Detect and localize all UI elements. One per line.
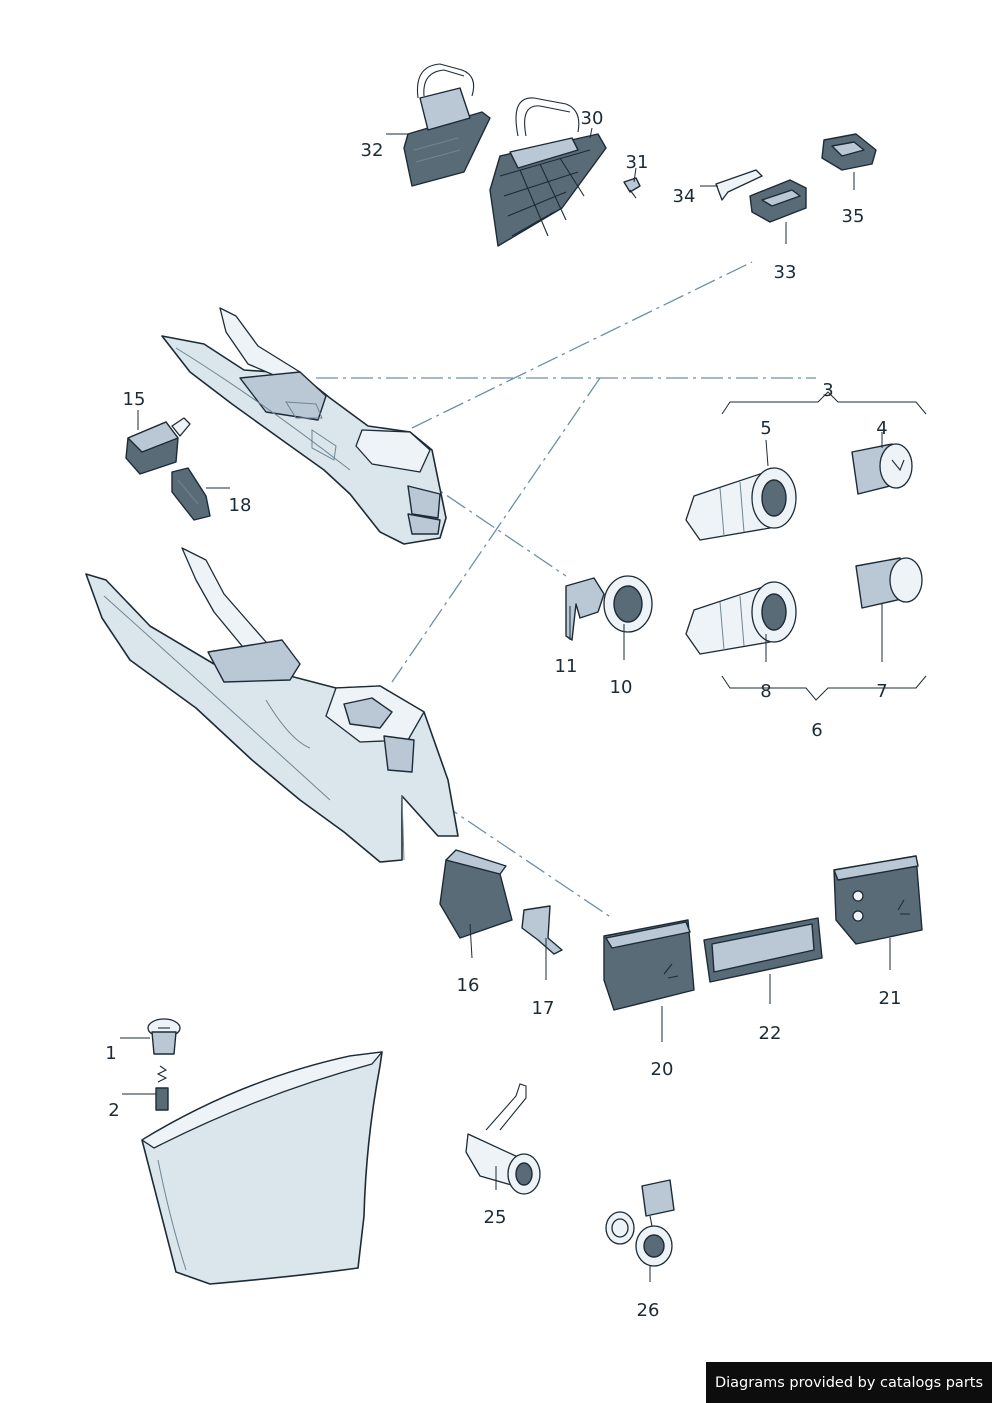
callout-35: 35: [842, 206, 865, 227]
assembly-line: [391, 377, 601, 683]
part-22-switch-bar: [703, 917, 823, 983]
callout-22: 22: [759, 1023, 782, 1044]
part-16-cover: [439, 849, 513, 939]
part-11-bracket: [565, 577, 605, 641]
part-26-socket: [605, 1179, 675, 1267]
callout-15: 15: [123, 389, 146, 410]
group-brackets: [721, 391, 927, 701]
callout-numbers: 32 30 31 34 33 35 3 15 5 4 18 11 10 8 7 …: [105, 108, 901, 1321]
part-34-clip: [715, 169, 763, 201]
callout-31: 31: [626, 152, 649, 173]
callout-25: 25: [484, 1207, 507, 1228]
part-21-switch: [833, 855, 923, 945]
callout-7: 7: [876, 681, 887, 702]
leader-lines: [120, 127, 891, 1282]
part-31-screw: [623, 177, 641, 199]
storage-tray: [141, 1051, 383, 1285]
part-25-socket: [465, 1083, 541, 1195]
assembly-line: [417, 475, 567, 577]
callout-17: 17: [532, 998, 555, 1019]
callout-32: 32: [361, 140, 384, 161]
callout-10: 10: [610, 677, 633, 698]
callout-20: 20: [651, 1059, 674, 1080]
group-bracket-3: [721, 391, 927, 415]
part-33-switch: [749, 179, 807, 223]
callout-2: 2: [108, 1100, 119, 1121]
group-bracket-6: [721, 675, 927, 701]
part-2-spring: [155, 1065, 169, 1111]
console-upper: [161, 307, 447, 545]
callout-26: 26: [637, 1300, 660, 1321]
part-35-switch: [821, 133, 877, 171]
leader-line: [469, 923, 473, 959]
callout-3: 3: [822, 380, 833, 401]
part-18-clip: [171, 467, 211, 521]
callout-30: 30: [581, 108, 604, 129]
credit-banner: Diagrams provided by catalogs parts: [706, 1362, 992, 1403]
part-5-socket: [685, 467, 797, 541]
callout-8: 8: [760, 681, 771, 702]
leader-line: [765, 439, 769, 467]
part-30-selector-frame: [489, 97, 607, 247]
part-4-plug: [851, 443, 913, 495]
callout-6: 6: [811, 720, 822, 741]
leader-line: [589, 127, 593, 139]
part-20-switch: [603, 919, 695, 1011]
part-15-socket: [125, 417, 191, 475]
console-lower: [85, 547, 459, 863]
callout-34: 34: [673, 186, 696, 207]
part-7-plug: [855, 557, 923, 609]
callout-1: 1: [105, 1043, 116, 1064]
part-8-socket: [685, 581, 797, 655]
part-17-clip: [521, 905, 563, 955]
part-10-ring: [603, 575, 653, 633]
callout-18: 18: [229, 495, 252, 516]
leader-line: [633, 167, 637, 183]
callout-21: 21: [879, 988, 902, 1009]
callout-33: 33: [774, 262, 797, 283]
callout-4: 4: [876, 418, 887, 439]
callout-5: 5: [760, 418, 771, 439]
callout-11: 11: [555, 656, 578, 677]
part-1-fastener: [147, 1018, 181, 1055]
assembly-line: [411, 261, 753, 429]
part-32-selector-housing: [403, 63, 491, 187]
callout-16: 16: [457, 975, 480, 996]
